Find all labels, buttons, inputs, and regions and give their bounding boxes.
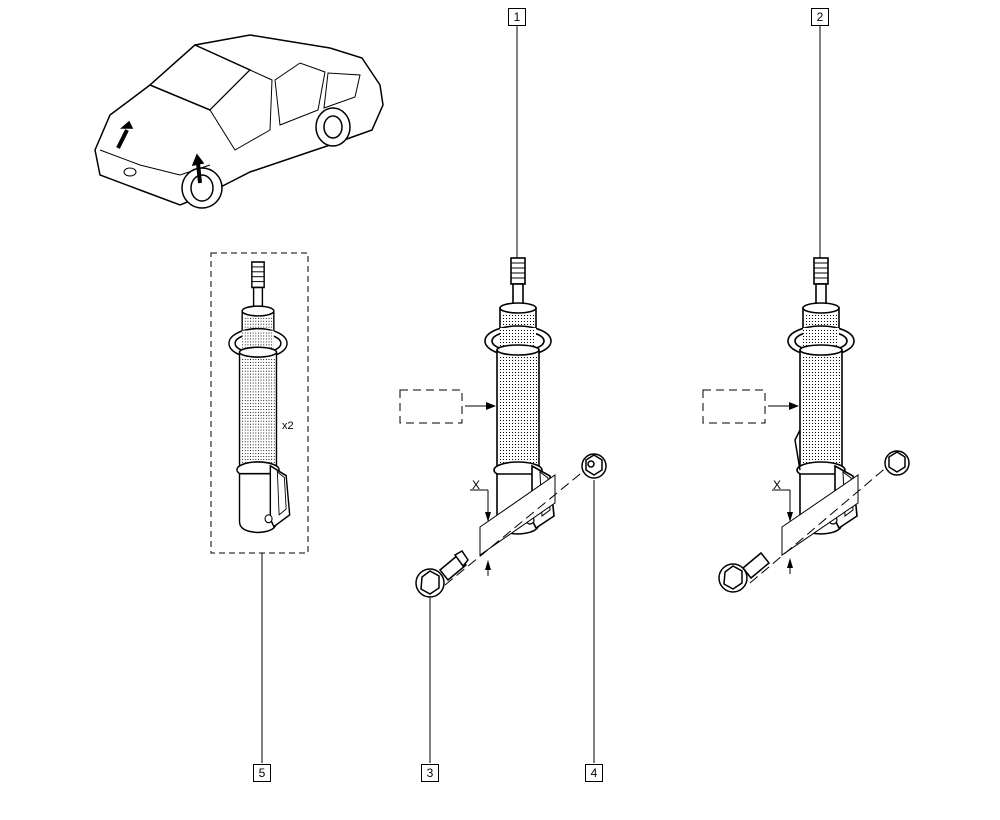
front-left-arrow-icon xyxy=(116,129,129,149)
front-right-arrow-icon xyxy=(196,162,202,184)
section-label-right: X xyxy=(773,478,782,492)
callout-3[interactable]: 3 xyxy=(421,764,439,782)
callout-1[interactable]: 1 xyxy=(508,8,526,26)
vehicle-location-illustration xyxy=(94,34,384,209)
callout-4[interactable]: 4 xyxy=(585,764,603,782)
nut-right xyxy=(884,450,910,476)
bolt-3 xyxy=(415,550,469,598)
nut-4 xyxy=(581,453,607,479)
reference-box-right xyxy=(702,389,766,424)
callout-5[interactable]: 5 xyxy=(253,764,271,782)
bolt-right xyxy=(718,551,771,593)
kit-boundary xyxy=(210,252,309,554)
section-label-left: X xyxy=(472,478,481,492)
shock-absorber-kit xyxy=(228,261,291,534)
section-plane xyxy=(479,474,556,556)
quantity-label: x2 xyxy=(282,420,294,432)
reference-box-left xyxy=(399,389,463,424)
callout-2[interactable]: 2 xyxy=(811,8,829,26)
